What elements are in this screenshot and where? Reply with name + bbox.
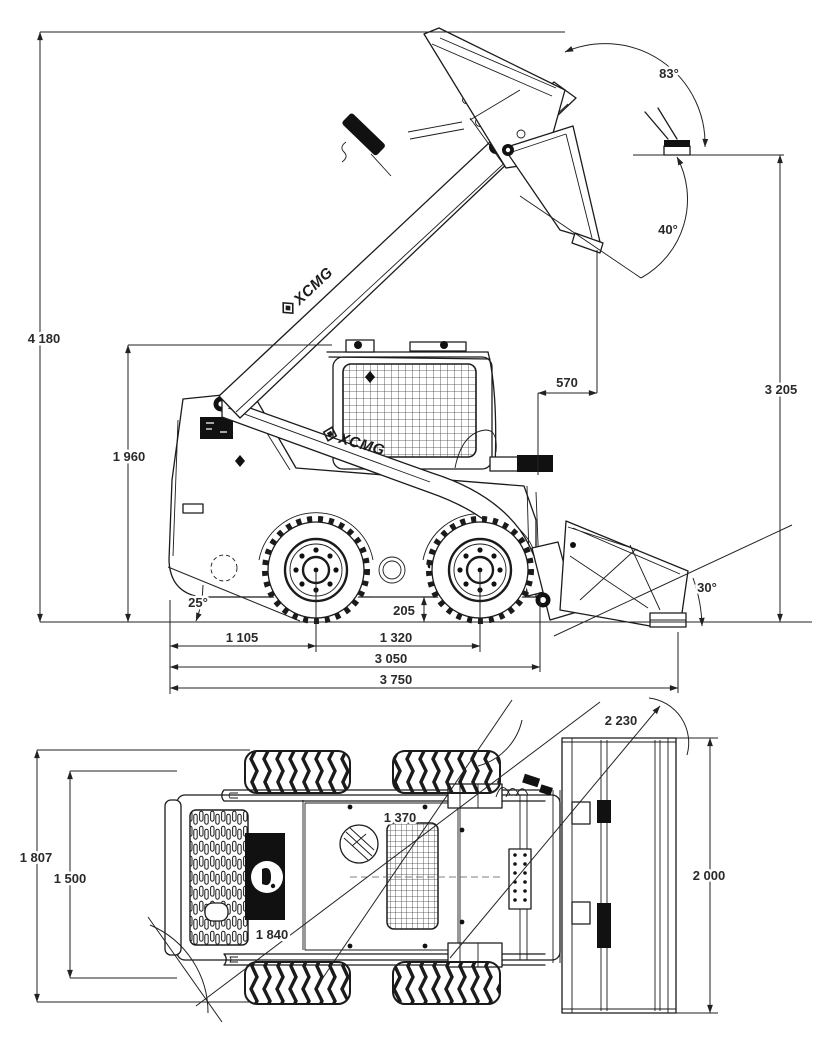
- side-dimensions: [37, 31, 812, 694]
- angle-dump: 40°: [658, 222, 678, 237]
- dim-rear-to-axle: 1 105: [226, 630, 259, 645]
- top-view: 1 807 1 500 2 230 2 000 1 370 1 840: [17, 697, 728, 1023]
- top-construction-lines: [147, 697, 690, 1023]
- top-labels: 1 807 1 500 2 230 2 000 1 370 1 840: [17, 711, 728, 945]
- side-bucket-raised: [423, 27, 566, 169]
- dim-radius-front: 2 230: [605, 713, 638, 728]
- side-labels: 4 180 1 960 570 3 205 83° 40° 30° 25° 20…: [25, 64, 800, 690]
- dim-tread-width: 1 500: [54, 871, 87, 886]
- top-body: [164, 790, 561, 963]
- dim-radius-rear: 1 840: [256, 927, 289, 942]
- side-cab: [326, 339, 497, 470]
- top-tires: [244, 750, 501, 1005]
- dim-wheelbase: 1 320: [380, 630, 413, 645]
- side-bucket-dump: [502, 125, 642, 279]
- angle-rollback-raised: 83°: [659, 66, 679, 81]
- angle-departure: 25°: [188, 595, 208, 610]
- dim-overall-height: 4 180: [28, 331, 61, 346]
- dim-overall-length: 3 750: [380, 672, 413, 687]
- dim-radius-mid: 1 370: [384, 810, 417, 825]
- dim-hinge-pin-height: 3 205: [765, 382, 798, 397]
- dim-ground-clearance: 205: [393, 603, 415, 618]
- angle-rollback-ground: 30°: [697, 580, 717, 595]
- dim-length-no-bucket: 3 050: [375, 651, 408, 666]
- side-view: XCMG: [25, 27, 812, 694]
- top-dimensions: [34, 737, 718, 1014]
- dim-overall-width: 1 807: [20, 850, 53, 865]
- top-bucket: [561, 737, 677, 1014]
- dim-reach: 570: [556, 375, 578, 390]
- hinge-pin-symbol: [644, 107, 691, 156]
- side-bucket-ground: [559, 520, 689, 628]
- dim-cab-height: 1 960: [113, 449, 146, 464]
- dim-bucket-width: 2 000: [693, 868, 726, 883]
